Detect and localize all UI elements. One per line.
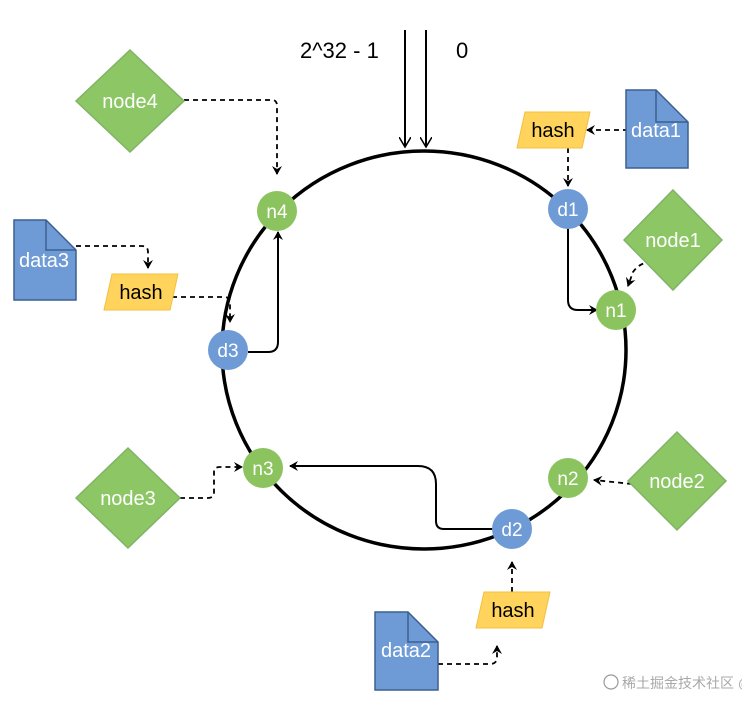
hash-box-data2: hash	[475, 591, 551, 629]
d3-to-n4-arrow	[248, 231, 283, 353]
watermark-icon	[603, 674, 619, 690]
top-arrows	[405, 30, 426, 146]
d1-label: d1	[557, 200, 578, 221]
data2-to-hash	[438, 645, 502, 665]
node2-label: node2	[649, 471, 705, 493]
node2-diamond: node2	[626, 430, 728, 532]
node3-diamond: node3	[74, 446, 182, 550]
n1-label: n1	[605, 301, 626, 322]
node3-label: node3	[100, 488, 156, 510]
ring-data-d2: d2	[492, 509, 532, 549]
data3-label: data3	[19, 250, 69, 272]
ring-data-d3: d3	[208, 330, 248, 370]
hash-label-data2: hash	[491, 600, 534, 622]
max-hash-label: 2^32 - 1	[300, 38, 379, 63]
d1-to-n1-arrow	[567, 226, 598, 315]
ring-node-n4: n4	[257, 191, 297, 231]
hash-box-data3: hash	[103, 273, 179, 311]
hash-box-data1: hash	[516, 111, 591, 149]
node4-diamond: node4	[74, 48, 186, 154]
data1-label: data1	[631, 120, 681, 142]
hash-label-data1: hash	[531, 120, 574, 142]
d2-to-n3-arrow	[289, 461, 496, 530]
zero-label: 0	[456, 38, 468, 63]
node1-label: node1	[645, 230, 701, 252]
data2-document: data2	[374, 611, 439, 691]
node4-label: node4	[102, 91, 158, 113]
ring-node-n3: n3	[243, 448, 283, 488]
data2-label: data2	[381, 640, 431, 662]
hash-label-data3: hash	[119, 282, 162, 304]
ring-node-n2: n2	[548, 458, 588, 498]
ring-node-n1: n1	[596, 290, 636, 330]
node3-connector	[180, 462, 243, 499]
n4-label: n4	[266, 202, 288, 223]
data3-document: data3	[13, 219, 77, 301]
node2-connector	[593, 475, 633, 486]
node4-connector	[184, 99, 282, 175]
d2-label: d2	[501, 520, 522, 541]
watermark: 稀土掘金技术社区 @51CTO博客	[603, 674, 742, 691]
hash-to-d3	[172, 296, 235, 323]
data3-to-hash	[76, 245, 153, 269]
d3-label: d3	[217, 341, 238, 362]
data1-document: data1	[625, 89, 689, 169]
n2-label: n2	[557, 469, 578, 490]
n3-label: n3	[252, 459, 273, 480]
ring-data-d1: d1	[548, 189, 588, 229]
watermark-text: 稀土掘金技术社区 @51CTO博客	[622, 675, 742, 691]
node1-diamond: node1	[622, 188, 724, 292]
